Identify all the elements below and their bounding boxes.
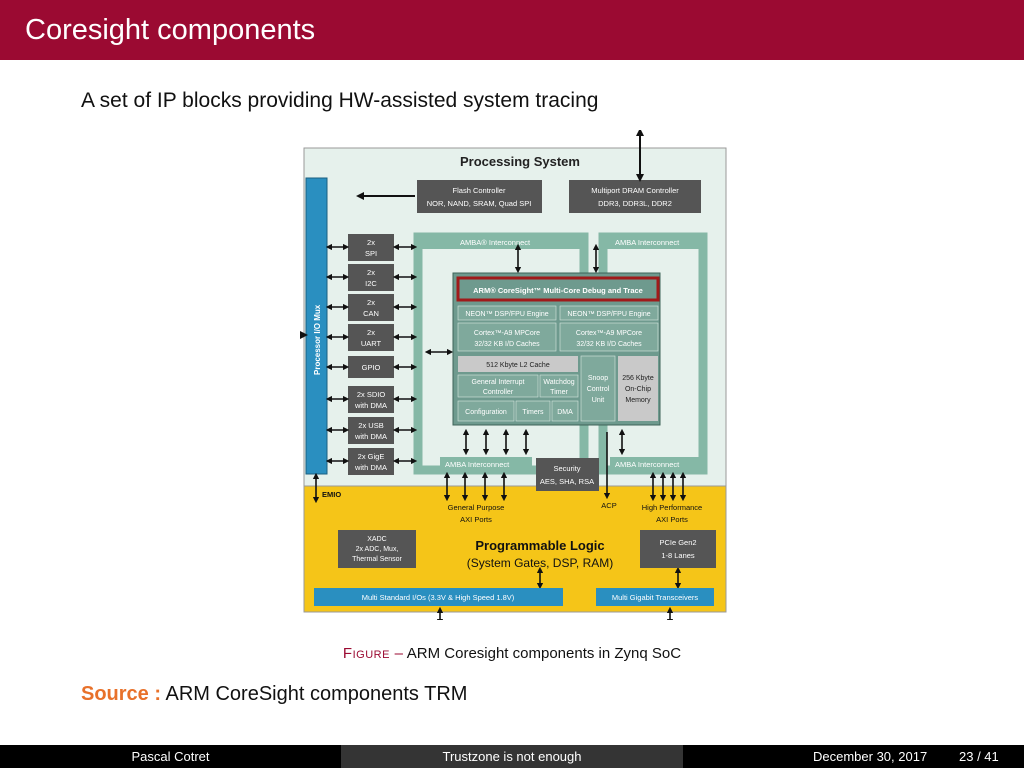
security-1: Security	[553, 464, 580, 473]
xadc-2: 2x ADC, Mux,	[356, 546, 399, 553]
timers-label: Timers	[522, 409, 544, 416]
amba-bottom-right: AMBA Interconnect	[615, 460, 680, 469]
figure-label: Figure –	[342, 645, 404, 662]
ocm-1: 256 Kbyte	[622, 375, 654, 382]
xadc-1: XADC	[367, 536, 386, 543]
io-standard-label: Multi Standard I/Os (3.3V & High Speed 1…	[362, 593, 515, 602]
scu-1: Snoop	[588, 375, 608, 382]
amba-top-left: AMBA® Interconnect	[460, 238, 531, 247]
periph-uart-1: 2x	[367, 328, 375, 337]
io-standard-bar	[314, 588, 563, 606]
watchdog-2: Timer	[550, 389, 568, 396]
periph-usb-1: 2x USB	[358, 421, 383, 430]
hp-axi-1: High Performance	[642, 503, 702, 512]
pl-title: Programmable Logic	[475, 538, 604, 553]
footer-date: December 30, 2017	[813, 749, 928, 764]
dma-label: DMA	[557, 409, 573, 416]
periph-gpio: GPIO	[362, 363, 381, 372]
l2-cache	[458, 356, 578, 372]
gp-axi-1: General Purpose	[448, 503, 505, 512]
footer-right: December 30, 2017 23 / 41	[683, 745, 1024, 768]
dram-controller	[569, 180, 701, 213]
gigabit-label: Multi Gigabit Transceivers	[612, 593, 699, 602]
periph-i2c-2: I2C	[365, 279, 377, 288]
pcie-2: 1-8 Lanes	[661, 551, 695, 560]
emio-label: EMIO	[322, 490, 341, 499]
acp-label: ACP	[601, 501, 616, 510]
pcie-box	[640, 530, 716, 568]
periph-spi-1: 2x	[367, 238, 375, 247]
pcie-1: PCIe Gen2	[659, 538, 696, 547]
gp-axi-2: AXI Ports	[460, 515, 492, 524]
diagram-svg: Processing System Processor I/O Mux Flas…	[276, 128, 727, 626]
source-line: Source : ARM CoreSight components TRM	[81, 683, 467, 706]
footer-author: Pascal Cotret	[0, 745, 341, 768]
cortex-right-1: Cortex™-A9 MPCore	[576, 330, 642, 337]
ocm-3: Memory	[625, 397, 651, 404]
slide-title: Coresight components	[25, 14, 316, 46]
footer-page-number: 23 / 41	[959, 749, 999, 764]
security-2: AES, SHA, RSA	[540, 477, 594, 486]
slide-footer: Pascal Cotret Trustzone is not enough De…	[0, 745, 1024, 768]
pl-subtitle: (System Gates, DSP, RAM)	[467, 556, 613, 570]
flash-controller	[417, 180, 542, 213]
periph-gige-2: with DMA	[354, 463, 387, 472]
footer-talk-title: Trustzone is not enough	[341, 745, 683, 768]
periph-can-2: CAN	[363, 309, 379, 318]
hp-axi-2: AXI Ports	[656, 515, 688, 524]
zynq-block-diagram: Processing System Processor I/O Mux Flas…	[276, 128, 730, 626]
scu-3: Unit	[592, 397, 605, 404]
periph-uart-2: UART	[361, 339, 382, 348]
periph-sdio-2: with DMA	[354, 401, 387, 410]
gic-2: Controller	[483, 389, 514, 396]
ocm-2: On-Chip	[625, 386, 651, 393]
coresight-box	[456, 276, 660, 302]
xadc-3: Thermal Sensor	[352, 556, 402, 563]
source-label: Source :	[81, 683, 162, 705]
periph-usb-2: with DMA	[354, 432, 387, 441]
periph-i2c-1: 2x	[367, 268, 375, 277]
ps-title: Processing System	[460, 154, 580, 169]
io-mux-label: Processor I/O Mux	[313, 304, 322, 375]
coresight-label: ARM® CoreSight™ Multi-Core Debug and Tra…	[473, 286, 643, 295]
l2-label: 512 Kbyte L2 Cache	[486, 362, 550, 369]
gigabit-bar	[596, 588, 714, 606]
watchdog-1: Watchdog	[543, 379, 574, 386]
source-text: ARM CoreSight components TRM	[165, 683, 468, 705]
peripheral-list: 2x SPI 2x I2C 2x CAN 2x UART GPIO 2x SDI…	[348, 234, 394, 475]
cortex-left-2: 32/32 KB I/D Caches	[474, 341, 540, 348]
amba-bottom-left: AMBA Interconnect	[445, 460, 510, 469]
figure-caption-text: ARM Coresight components in Zynq SoC	[406, 645, 682, 662]
figure-caption: Figure – ARM Coresight components in Zyn…	[0, 645, 1024, 662]
slide-subtitle: A set of IP blocks providing HW-assisted…	[81, 89, 599, 112]
config-label: Configuration	[465, 409, 507, 416]
periph-sdio-1: 2x SDIO	[357, 390, 386, 399]
gic-1: General Interrupt	[472, 379, 525, 386]
neon-left: NEON™ DSP/FPU Engine	[465, 311, 548, 318]
security-box	[536, 458, 599, 491]
flash-line2: NOR, NAND, SRAM, Quad SPI	[427, 199, 532, 208]
slide-header: Coresight components	[0, 0, 1024, 60]
neon-right: NEON™ DSP/FPU Engine	[567, 311, 650, 318]
dram-line2: DDR3, DDR3L, DDR2	[598, 199, 672, 208]
periph-spi-2: SPI	[365, 249, 377, 258]
amba-top-right: AMBA Interconnect	[615, 238, 680, 247]
cortex-left-1: Cortex™-A9 MPCore	[474, 330, 540, 337]
periph-gige-1: 2x GigE	[358, 452, 385, 461]
xadc-box	[338, 530, 416, 568]
cortex-right-2: 32/32 KB I/D Caches	[576, 341, 642, 348]
scu-2: Control	[587, 386, 610, 393]
dram-line1: Multiport DRAM Controller	[591, 186, 679, 195]
periph-can-1: 2x	[367, 298, 375, 307]
flash-line1: Flash Controller	[453, 186, 506, 195]
